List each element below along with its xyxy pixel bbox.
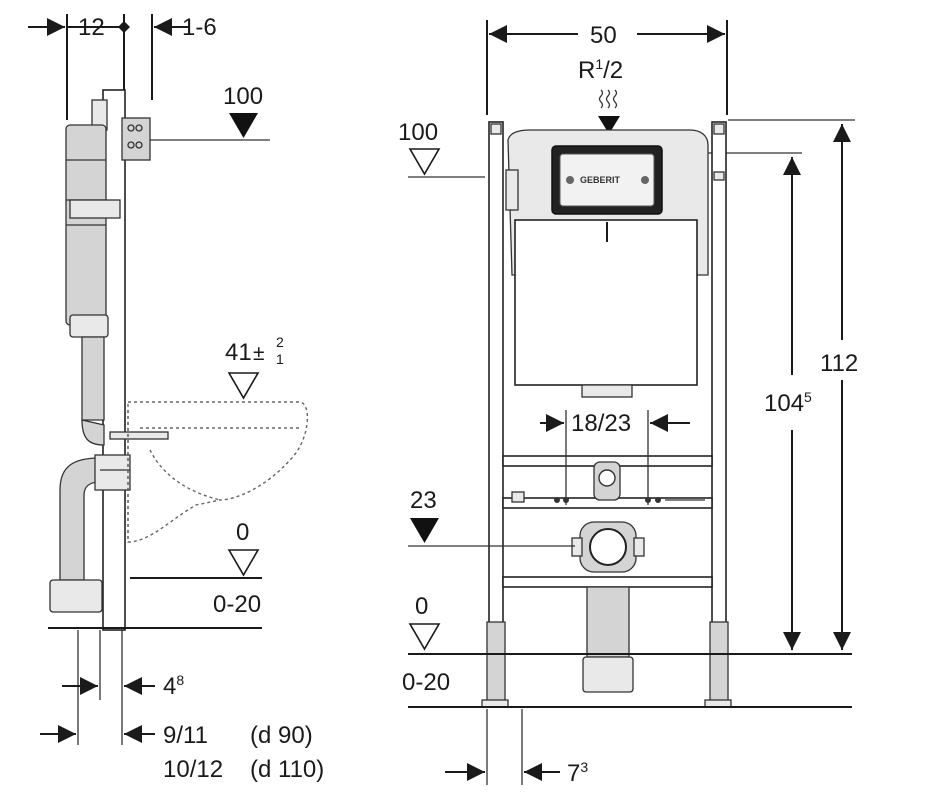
triangle-level-marker-icon	[229, 113, 258, 138]
side-level-0-label: 0	[236, 519, 249, 546]
front-level-100-label: 100	[398, 119, 438, 146]
side-level-100: 100	[150, 83, 270, 141]
front-water-inlet-label: R1/2	[578, 56, 623, 84]
front-frame: GEBERIT	[481, 121, 732, 708]
side-floor-range: 0-20	[213, 591, 261, 618]
arrow-icon	[598, 116, 620, 134]
front-height-112: 112	[728, 119, 858, 650]
side-dim-d90: (d 90)	[250, 722, 313, 749]
front-height-104: 1045	[764, 157, 812, 650]
side-dim-1-6: 1-6	[182, 14, 217, 41]
side-level-41-tol-plus: 2	[276, 334, 284, 350]
side-level-41-tol-minus: 1	[276, 351, 284, 367]
side-dim-d110: (d 110)	[250, 756, 324, 783]
side-level-41-pm: ±	[253, 342, 265, 365]
side-dim-9-11: 9/11	[163, 722, 208, 749]
front-level-0: 0 0-20	[402, 593, 852, 696]
side-bottom-dimensions: 48 9/11 (d 90) 10/12 (d 110)	[40, 630, 324, 783]
front-width-dimension: 50	[486, 20, 728, 115]
front-level-23-label: 23	[410, 487, 437, 514]
front-dim-104-5: 1045	[764, 389, 812, 417]
side-frame	[49, 89, 169, 631]
triangle-level-marker-icon	[410, 518, 439, 543]
front-water-inlet: R1/2	[578, 56, 623, 134]
front-floor-range: 0-20	[402, 669, 450, 696]
water-wave-icon	[598, 89, 618, 109]
side-level-41: 41 ± 2 1	[225, 334, 284, 400]
front-view: 50 R1/2 100	[398, 20, 858, 787]
side-top-dimension: 12 1-6	[28, 14, 217, 120]
triangle-level-marker-icon	[227, 549, 260, 577]
side-level-41-label: 41	[225, 339, 252, 366]
brand-label: GEBERIT	[580, 175, 621, 185]
triangle-level-marker-icon	[408, 623, 441, 651]
front-dim-18-23: 18/23	[571, 410, 631, 437]
side-dim-10-12: 10/12	[163, 756, 223, 783]
front-dim-7-3: 73	[567, 759, 588, 787]
front-bolt-spacing: 18/23	[540, 410, 690, 505]
front-dim-50: 50	[590, 22, 617, 49]
side-view: 12 1-6 100	[28, 14, 324, 783]
side-dim-12: 12	[78, 14, 105, 41]
front-level-0-label: 0	[415, 593, 428, 620]
front-bottom-dimension: 73	[445, 709, 588, 787]
front-dim-112: 112	[820, 350, 858, 377]
side-level-100-label: 100	[223, 83, 263, 110]
side-level-0: 0 0-20	[130, 519, 262, 618]
triangle-level-marker-icon	[227, 372, 260, 400]
front-level-23: 23	[408, 487, 575, 547]
triangle-level-marker-icon	[408, 148, 441, 176]
side-wc-outline	[127, 401, 309, 543]
side-dim-4: 48	[163, 672, 184, 700]
